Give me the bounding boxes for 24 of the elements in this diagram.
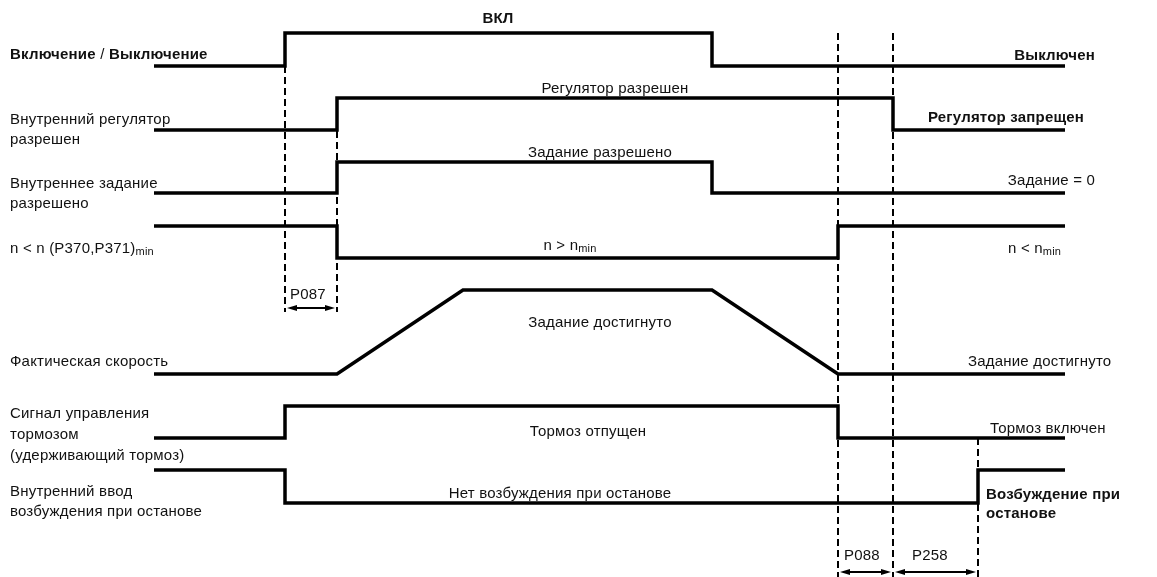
state-label: Задание = 0 — [1007, 171, 1095, 189]
state-label: Задание достигнуто — [968, 352, 1112, 370]
state-label: Регулятор разрешен — [541, 79, 689, 97]
state-label: n > n$_{min}$ — [543, 236, 597, 254]
state-label: Задание разрешено — [527, 143, 673, 161]
state-label: Возбуждение при останове — [986, 484, 1122, 522]
state-label: n < n$_{min}$ — [1008, 239, 1062, 257]
signal-label: Внутреннее задание разрешено — [10, 173, 159, 213]
parameter-label: P088 — [844, 546, 880, 564]
signal-label: Сигнал управления тормозом (удерживающий тормоз) — [10, 403, 185, 465]
state-label: Регулятор запрещен — [928, 108, 1085, 126]
state-label: Задание достигнуто — [528, 313, 672, 331]
state-label: Выключен — [1014, 46, 1095, 64]
signal-label: Внутренний ввод возбуждения при останове — [10, 481, 204, 521]
parameter-label: P258 — [912, 546, 948, 564]
signal-label: n < n (P370,P371)$_{min}$ — [10, 239, 154, 257]
state-label: ВКЛ — [482, 9, 514, 27]
state-label: Тормоз включен — [990, 419, 1106, 437]
state-label: Нет возбуждения при останове — [448, 484, 672, 502]
signal-label: Внутренний регулятор разрешен — [10, 109, 172, 149]
state-label: Тормоз отпущен — [529, 422, 647, 440]
parameter-label: P087 — [290, 285, 326, 303]
signal-label: Включение / Выключение — [10, 45, 208, 63]
signal-label: Фактическая скорость — [10, 352, 169, 370]
